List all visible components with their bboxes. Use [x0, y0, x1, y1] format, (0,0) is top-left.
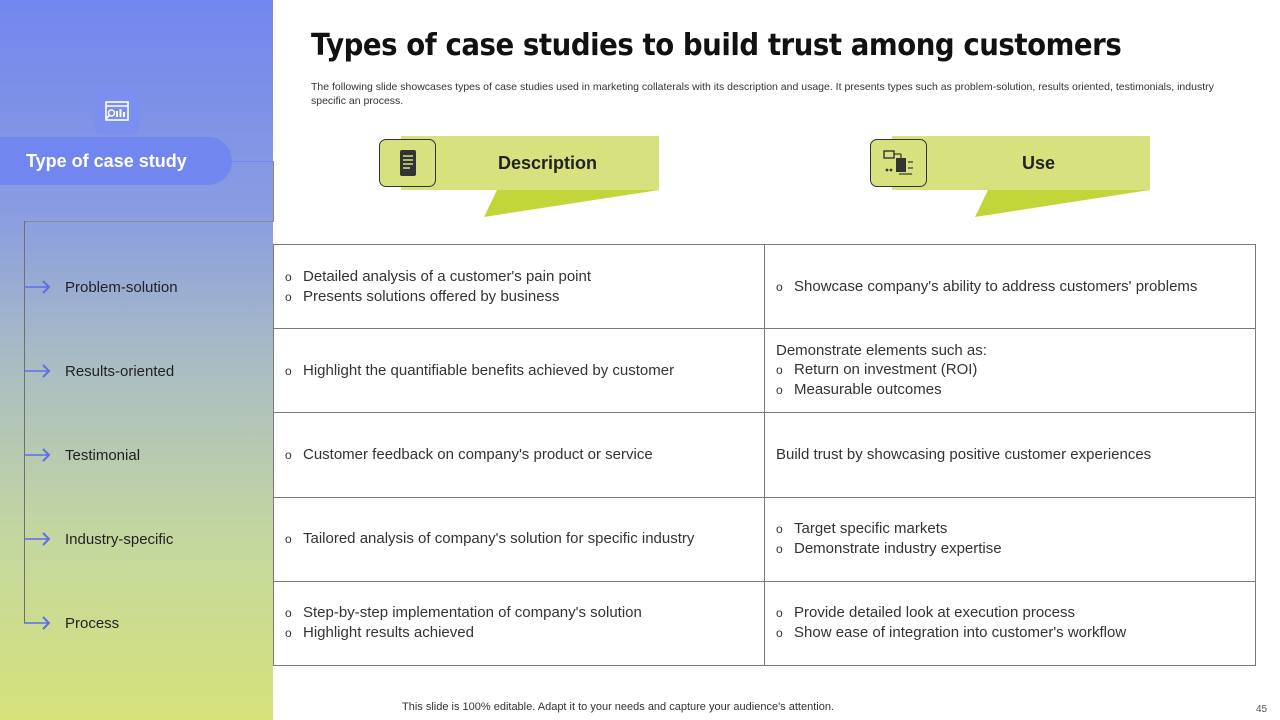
document-list-icon — [379, 139, 436, 187]
type-of-case-study-label: Type of case study — [26, 150, 187, 171]
report-chart-icon — [95, 90, 139, 134]
description-cell: o Detailed analysis of a customer's pain … — [273, 243, 765, 330]
bullet-item: o Provide detailed look at execution proc… — [776, 603, 1245, 623]
bullet-item: o Showcase company's ability to address c… — [776, 277, 1245, 297]
bullet-item: o Customer feedback on company's product … — [285, 445, 754, 465]
bullet-item: o Demonstrate industry expertise — [776, 539, 1245, 559]
bullet-text: Tailored analysis of company's solution … — [303, 530, 695, 548]
bullet-glyph: o — [285, 626, 292, 641]
page-subtitle: The following slide showcases types of c… — [311, 81, 1214, 107]
bullet-glyph: o — [285, 289, 292, 304]
bullet-item: o Step-by-step implementation of company'… — [285, 603, 754, 623]
sidebar-item-problem-solution: Problem-solution — [24, 277, 178, 297]
description-cell: o Highlight the quantifiable benefits ach… — [273, 328, 765, 414]
use-header-label: Use — [1021, 152, 1056, 173]
chevron-right-icon — [24, 280, 51, 294]
bullet-item: o Tailored analysis of company's solution… — [285, 529, 754, 549]
description-header-label: Description — [497, 152, 598, 173]
cell-text: Build trust by showcasing positive custo… — [776, 446, 1152, 464]
bullet-text: Showcase company's ability to address cu… — [794, 277, 1198, 295]
description-cell: o Tailored analysis of company's solution… — [273, 496, 765, 582]
bullet-glyph: o — [776, 383, 783, 398]
table-row: o Highlight the quantifiable benefits ach… — [273, 328, 1256, 414]
bullet-text: Presents solutions offered by business — [303, 287, 560, 305]
sidebar-item-label: Process — [65, 614, 120, 632]
bullet-item: o Show ease of integration into customer'… — [776, 623, 1245, 643]
bullet-item: o Presents solutions offered by business — [285, 287, 754, 307]
use-cell: o Provide detailed look at execution proc… — [764, 580, 1256, 667]
chevron-right-icon — [24, 364, 51, 378]
use-cell: Build trust by showcasing positive custo… — [764, 412, 1256, 498]
column-header-description: Description — [379, 136, 659, 218]
bullet-text: Show ease of integration into customer's… — [794, 624, 1127, 642]
bullet-text: Target specific markets — [794, 520, 948, 538]
column-header-use: Use — [870, 136, 1150, 218]
footer-note: This slide is 100% editable. Adapt it to… — [402, 701, 834, 713]
sidebar-item-industry-specific: Industry-specific — [24, 529, 173, 549]
header-band — [892, 136, 1150, 190]
bullet-item: o Highlight results achieved — [285, 623, 754, 643]
bullet-text: Customer feedback on company's product o… — [303, 445, 653, 463]
bullet-glyph: o — [776, 542, 783, 557]
case-study-table: o Detailed analysis of a customer's pain … — [273, 243, 1256, 667]
bullet-text: Demonstrate industry expertise — [794, 540, 1002, 558]
connector-line — [232, 161, 274, 162]
bullet-text: Measurable outcomes — [794, 381, 942, 399]
bullet-glyph: o — [776, 626, 783, 641]
bullet-text: Detailed analysis of a customer's pain p… — [303, 267, 592, 285]
header-band — [401, 136, 659, 190]
chevron-right-icon — [24, 448, 51, 462]
bullet-glyph: o — [776, 279, 783, 294]
bullet-text: Provide detailed look at execution proce… — [794, 604, 1076, 622]
chevron-right-icon — [24, 532, 51, 546]
cell-text: Demonstrate elements such as: — [776, 342, 987, 360]
bullet-item: o Return on investment (ROI) — [776, 360, 1245, 380]
type-of-case-study-header: Type of case study — [0, 137, 232, 185]
bullet-glyph: o — [285, 269, 292, 284]
bullet-item: o Highlight the quantifiable benefits ach… — [285, 361, 754, 381]
table-row: o Step-by-step implementation of company'… — [273, 580, 1256, 667]
sidebar-item-label: Testimonial — [65, 446, 141, 464]
bullet-glyph: o — [285, 532, 292, 547]
description-cell: o Customer feedback on company's product … — [273, 412, 765, 498]
bullet-text: Step-by-step implementation of company's… — [303, 604, 642, 622]
connector-line — [273, 161, 274, 221]
use-cell: o Showcase company's ability to address c… — [764, 243, 1256, 330]
bullet-item: o Target specific markets — [776, 519, 1245, 539]
bullet-glyph: o — [285, 606, 292, 621]
bullet-text: Return on investment (ROI) — [794, 361, 978, 379]
sidebar-item-process: Process — [24, 613, 119, 633]
header-banner-tail — [484, 190, 659, 217]
page-number: 45 — [1256, 704, 1268, 715]
bullet-glyph: o — [285, 363, 292, 378]
bullet-item: o Measurable outcomes — [776, 380, 1245, 400]
workflow-diagram-icon — [870, 139, 927, 187]
chevron-right-icon — [24, 616, 51, 630]
header-banner-tail — [975, 190, 1150, 217]
bullet-glyph: o — [776, 522, 783, 537]
sidebar-item-testimonial: Testimonial — [24, 445, 140, 465]
bullet-glyph: o — [776, 606, 783, 621]
sidebar-item-label: Results-oriented — [65, 362, 175, 380]
bullet-text: Highlight the quantifiable benefits achi… — [303, 361, 675, 379]
sidebar-item-results-oriented: Results-oriented — [24, 361, 174, 381]
table-row: o Customer feedback on company's product … — [273, 412, 1256, 498]
bullet-glyph: o — [776, 363, 783, 378]
tree-top-line — [24, 221, 274, 222]
tree-vertical-line — [24, 221, 25, 623]
sidebar-item-label: Problem-solution — [65, 278, 178, 296]
bullet-text: Highlight results achieved — [303, 624, 474, 642]
bullet-glyph: o — [285, 447, 292, 462]
table-row: o Detailed analysis of a customer's pain … — [273, 243, 1256, 330]
description-cell: o Step-by-step implementation of company'… — [273, 580, 765, 667]
sidebar-item-label: Industry-specific — [65, 530, 174, 548]
bullet-item: o Detailed analysis of a customer's pain … — [285, 267, 754, 287]
page-title: Types of case studies to build trust amo… — [311, 28, 1122, 63]
use-cell: Demonstrate elements such as: o Return on … — [764, 328, 1256, 414]
